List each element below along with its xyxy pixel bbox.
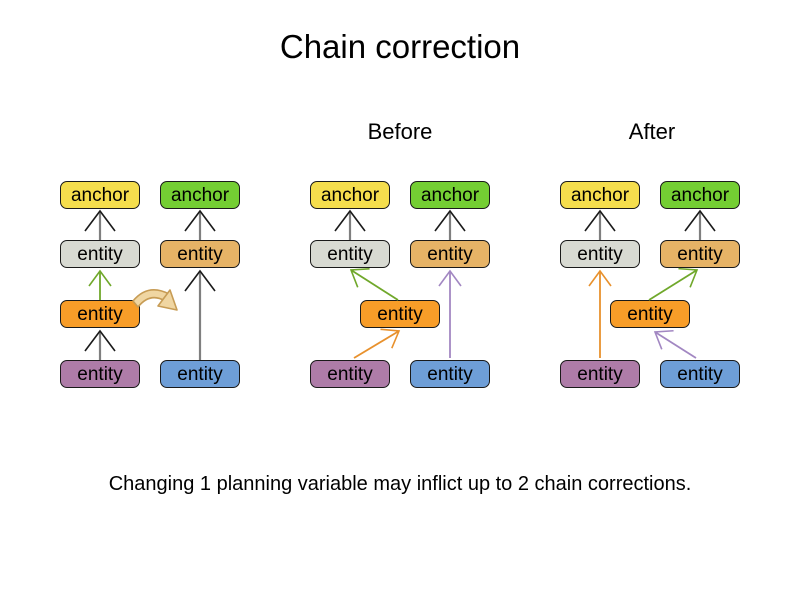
caption-text: Changing 1 planning variable may inflict…	[108, 473, 692, 495]
node-entity-entity_blue: entity	[660, 360, 740, 388]
node-anchor-anchor_green: anchor	[660, 181, 740, 209]
node-anchor-anchor_green: anchor	[160, 181, 240, 209]
node-entity-entity_tan: entity	[410, 240, 490, 268]
node-entity-entity_gray: entity	[310, 240, 390, 268]
node-entity-entity_tan: entity	[160, 240, 240, 268]
node-entity-entity_gray: entity	[60, 240, 140, 268]
node-anchor-anchor_yellow: anchor	[560, 181, 640, 209]
node-entity-entity_blue: entity	[160, 360, 240, 388]
node-entity-entity_gray: entity	[560, 240, 640, 268]
node-entity-entity_orange: entity	[610, 300, 690, 328]
after-label: After	[628, 119, 676, 144]
node-entity-entity_purple: entity	[310, 360, 390, 388]
node-entity-entity_tan: entity	[660, 240, 740, 268]
node-anchor-anchor_yellow: anchor	[60, 181, 140, 209]
node-entity-entity_blue: entity	[410, 360, 490, 388]
node-entity-entity_purple: entity	[60, 360, 140, 388]
node-entity-entity_orange: entity	[60, 300, 140, 328]
node-entity-entity_purple: entity	[560, 360, 640, 388]
node-anchor-anchor_green: anchor	[410, 181, 490, 209]
node-entity-entity_orange: entity	[360, 300, 440, 328]
node-anchor-anchor_yellow: anchor	[310, 181, 390, 209]
page-title: Chain correction	[279, 28, 521, 65]
before-label: Before	[367, 119, 433, 144]
